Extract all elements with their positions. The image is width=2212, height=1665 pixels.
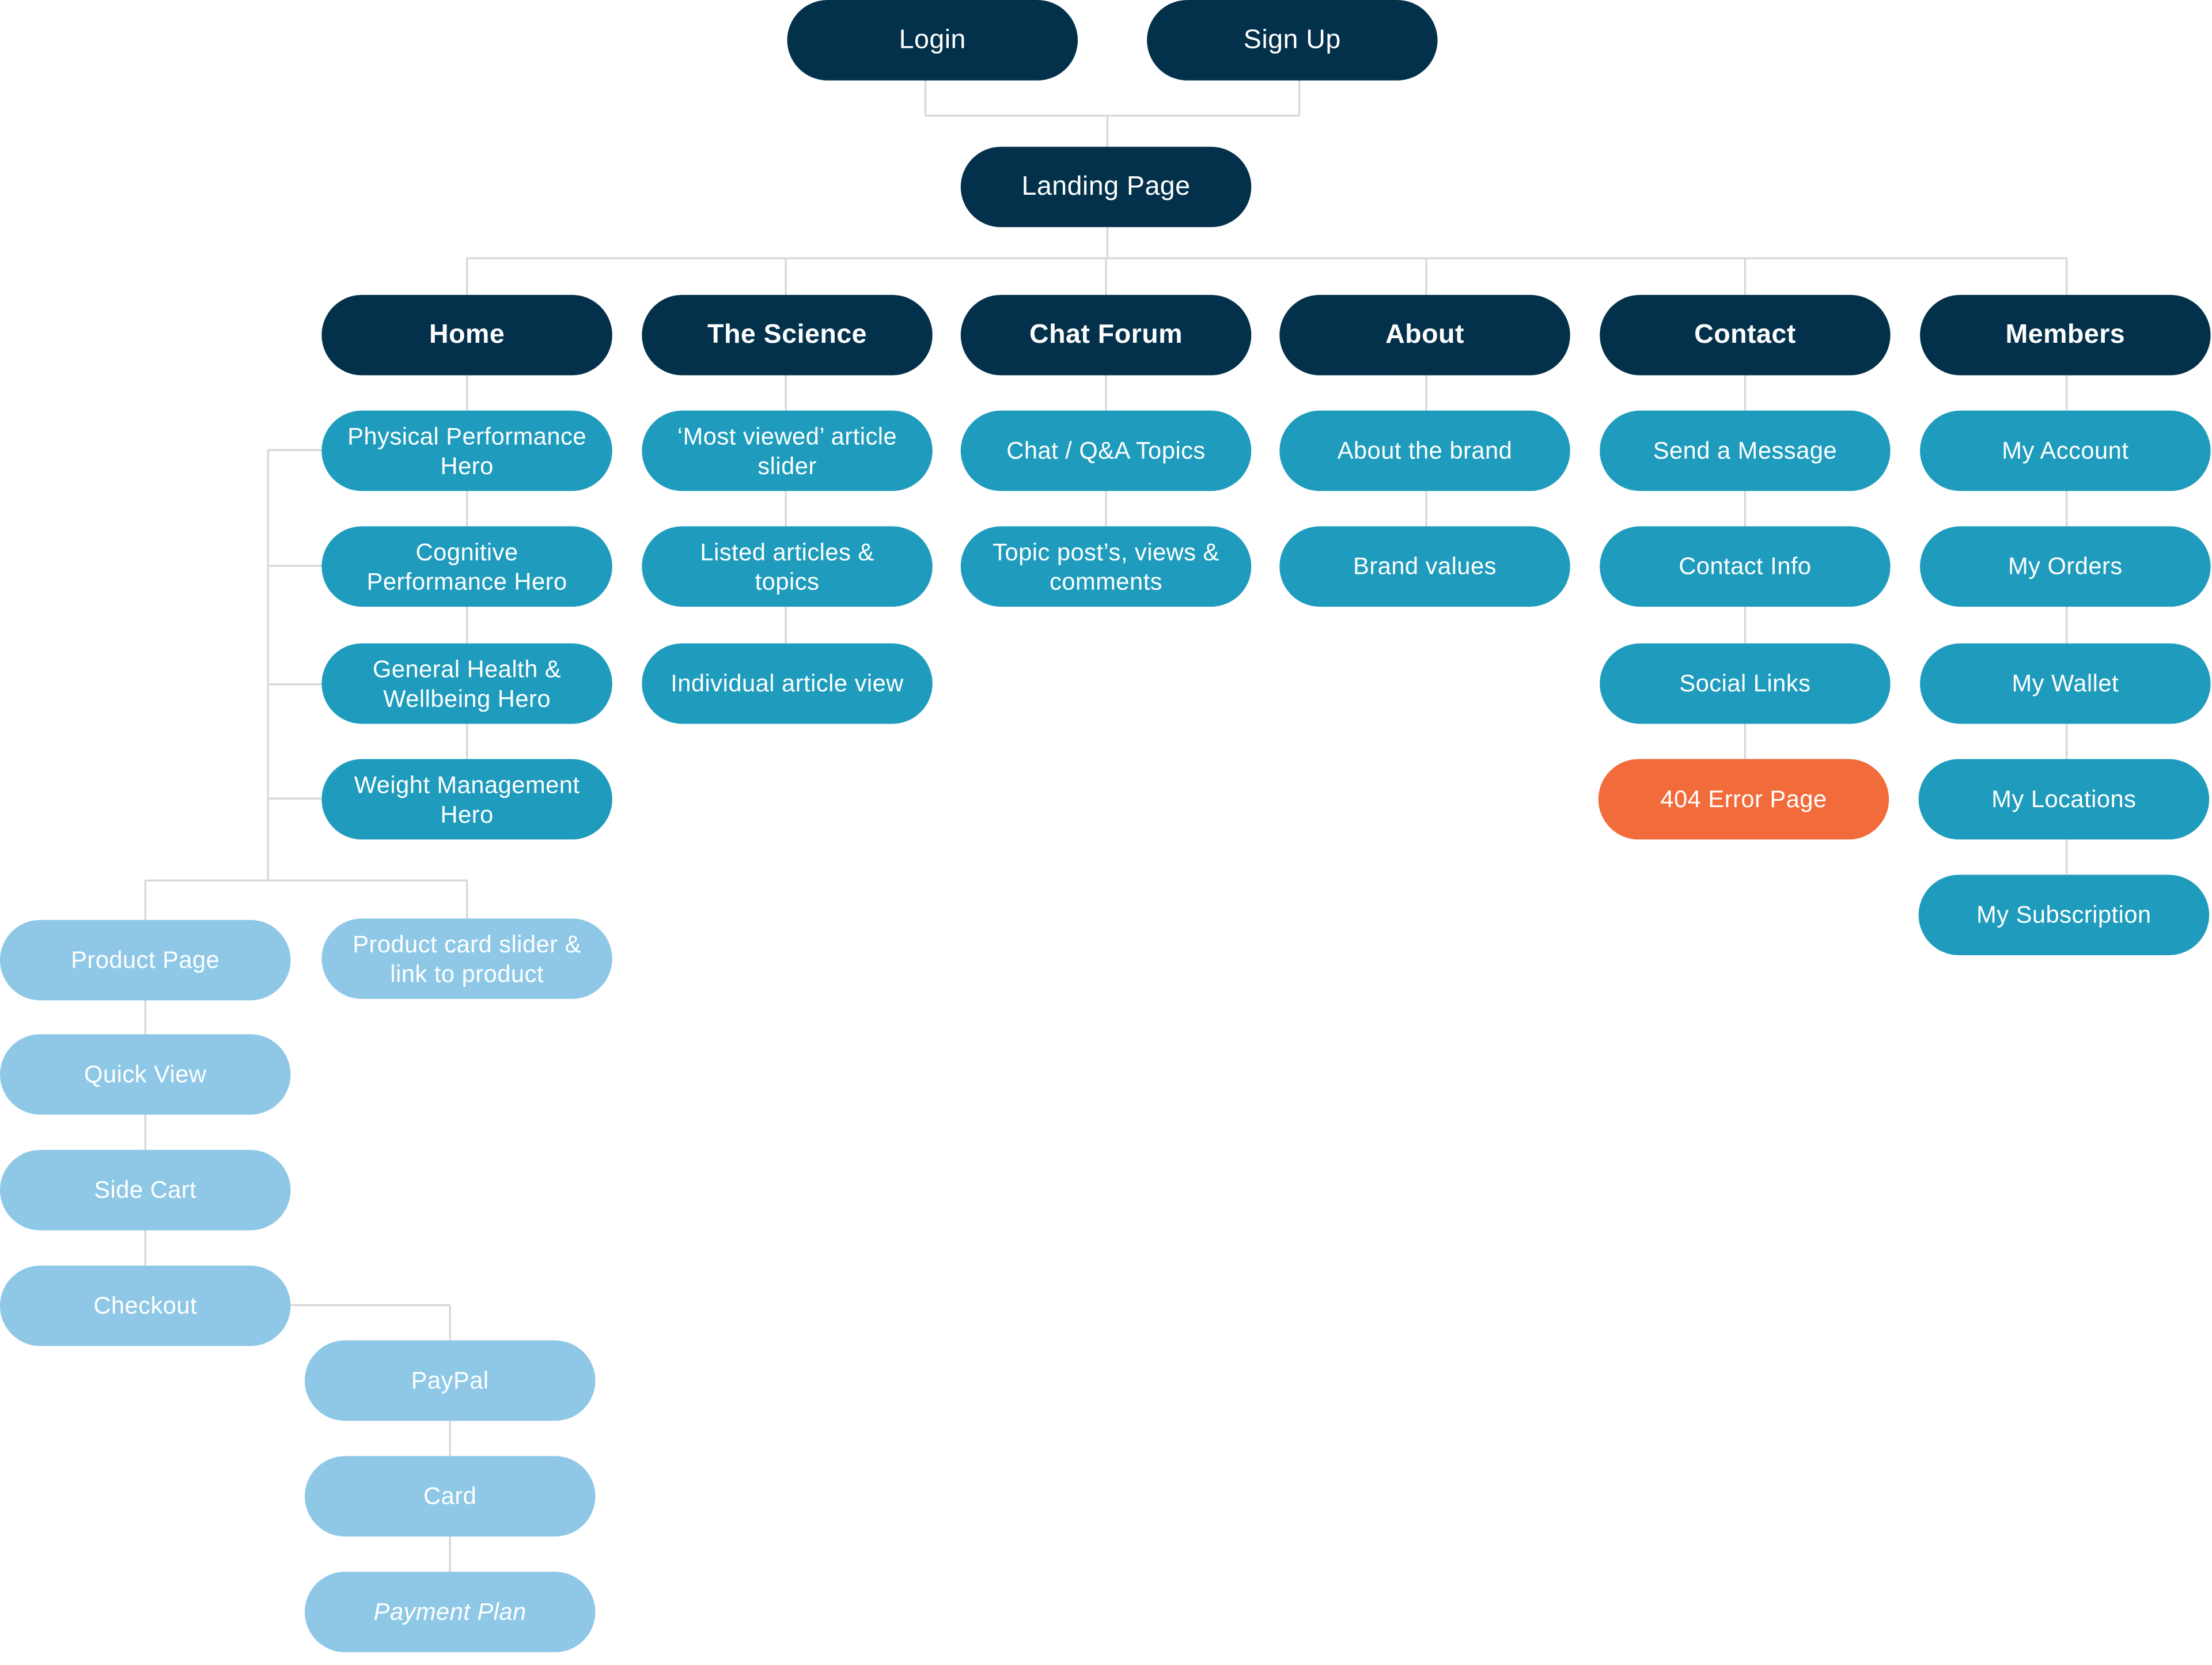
individual-article-node[interactable]: Individual article view — [642, 643, 933, 724]
chat-topics-node[interactable]: Chat / Q&A Topics — [960, 410, 1252, 491]
checkout-node[interactable]: Checkout — [0, 1265, 291, 1346]
weight-management-hero-node[interactable]: Weight Management Hero — [321, 759, 612, 840]
brand-values-node[interactable]: Brand values — [1279, 526, 1570, 607]
product-page-node[interactable]: Product Page — [0, 919, 291, 1001]
my-account-node[interactable]: My Account — [1920, 410, 2211, 491]
my-wallet-node[interactable]: My Wallet — [1920, 643, 2211, 724]
signup-node[interactable]: Sign Up — [1147, 0, 1438, 81]
paypal-node[interactable]: PayPal — [304, 1340, 596, 1421]
payment-plan-node[interactable]: Payment Plan — [304, 1572, 596, 1652]
login-node[interactable]: Login — [787, 0, 1078, 81]
physical-performance-hero-node[interactable]: Physical Performance Hero — [321, 410, 612, 491]
side-cart-node[interactable]: Side Cart — [0, 1149, 291, 1231]
contact-node[interactable]: Contact — [1600, 294, 1891, 376]
my-locations-node[interactable]: My Locations — [1918, 759, 2210, 840]
contact-info-node[interactable]: Contact Info — [1600, 526, 1891, 607]
chat-forum-node[interactable]: Chat Forum — [960, 294, 1252, 376]
general-health-hero-node[interactable]: General Health & Wellbeing Hero — [321, 643, 612, 724]
the-science-node[interactable]: The Science — [642, 294, 933, 376]
error-404-node[interactable]: 404 Error Page — [1598, 759, 1889, 840]
landing-page-node[interactable]: Landing Page — [960, 146, 1252, 228]
about-brand-node[interactable]: About the brand — [1279, 410, 1570, 491]
about-node[interactable]: About — [1279, 294, 1570, 376]
most-viewed-slider-node[interactable]: ‘Most viewed’ article slider — [642, 410, 933, 491]
product-card-slider-node[interactable]: Product card slider & link to product — [321, 918, 612, 999]
home-node[interactable]: Home — [321, 294, 612, 376]
listed-articles-node[interactable]: Listed articles & topics — [642, 526, 933, 607]
card-node[interactable]: Card — [304, 1456, 596, 1537]
quick-view-node[interactable]: Quick View — [0, 1034, 291, 1115]
send-message-node[interactable]: Send a Message — [1600, 410, 1891, 491]
cognitive-performance-hero-node[interactable]: Cognitive Performance Hero — [321, 526, 612, 607]
social-links-node[interactable]: Social Links — [1600, 643, 1891, 724]
my-subscription-node[interactable]: My Subscription — [1918, 875, 2210, 955]
my-orders-node[interactable]: My Orders — [1920, 526, 2211, 607]
members-node[interactable]: Members — [1920, 294, 2211, 376]
topic-posts-node[interactable]: Topic post’s, views & comments — [960, 526, 1252, 607]
